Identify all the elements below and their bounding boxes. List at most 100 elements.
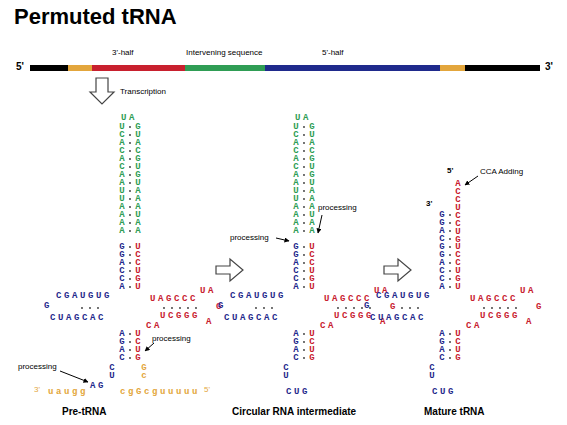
label: 3'-half: [112, 48, 134, 57]
label: 3': [426, 199, 432, 208]
nucleotide-run: UAGCCC: [470, 295, 518, 303]
base-pair-dot: [303, 142, 305, 144]
base-pair-dot: [129, 333, 131, 335]
nucleotide-run: G: [44, 302, 52, 310]
base-pair-dot: [303, 349, 305, 351]
nucleotide-run: uaugg: [48, 388, 88, 396]
base-pair-dot: [129, 222, 131, 224]
base-pair-dot: [491, 307, 493, 309]
base-pair-dot: [129, 126, 131, 128]
base-pair-dot: [187, 307, 189, 309]
base-pair-dot: [345, 307, 347, 309]
nucleotide-run: UA: [295, 114, 311, 122]
nucleotide-run: GUACGUGUAAAUAA: [134, 123, 142, 235]
base-pair-dot: [515, 307, 517, 309]
nucleotide-run: CUG: [286, 388, 310, 396]
label: Mature tRNA: [424, 406, 485, 417]
base-pair-dot: [361, 307, 363, 309]
nucleotide-run: UCUG: [134, 330, 142, 362]
base-pair-dot: [449, 286, 451, 288]
base-pair-dot: [303, 333, 305, 335]
nucleotide-run: GGAC: [438, 211, 446, 243]
label: CCA Adding: [480, 167, 523, 176]
base-pair-dot: [303, 190, 305, 192]
base-pair-dot: [353, 307, 355, 309]
base-pair-dot: [163, 307, 165, 309]
title: Permuted tRNA: [14, 4, 177, 30]
base-pair-dot: [97, 307, 99, 309]
nucleotide-run: CU: [108, 364, 116, 380]
nucleotide-run: UCGGG: [160, 312, 200, 320]
nucleotide-run: CU: [282, 364, 290, 380]
base-pair-dot: [449, 246, 451, 248]
base-pair-dot: [303, 341, 305, 343]
base-pair-dot: [129, 150, 131, 152]
label: 5'-half: [322, 48, 344, 57]
base-pair-dot: [303, 254, 305, 256]
label: processing: [230, 233, 269, 242]
nucleotide-run: CUAGCAC: [224, 314, 280, 322]
base-pair-dot: [303, 286, 305, 288]
nucleotide-run: A: [206, 318, 214, 326]
nucleotide-run: UCACACAAUUAAAA: [292, 123, 300, 235]
base-pair-dot: [129, 246, 131, 248]
base-pair-dot: [303, 230, 305, 232]
nucleotide-run: UCCUGU: [454, 243, 462, 291]
nucleotide-run: G: [218, 302, 226, 310]
base-pair-dot: [409, 307, 411, 309]
base-pair-dot: [303, 262, 305, 264]
nucleotide-run: cgGcguuuuu: [120, 388, 200, 396]
nucleotide-run: CU: [428, 364, 436, 380]
nucleotide-run: AG: [90, 382, 106, 390]
nucleotide-run: UCACACAAUUAAAA: [118, 123, 126, 235]
base-pair-dot: [483, 307, 485, 309]
base-pair-dot: [263, 307, 265, 309]
label: 3': [545, 61, 553, 72]
base-pair-dot: [129, 206, 131, 208]
nucleotide-run: CUAGCAC: [50, 314, 106, 322]
base-pair-dot: [303, 166, 305, 168]
step-arrow: [216, 259, 243, 281]
base-pair-dot: [129, 278, 131, 280]
base-pair-dot: [129, 174, 131, 176]
base-pair-dot: [449, 357, 451, 359]
base-pair-dot: [499, 307, 501, 309]
label: Circular RNA intermediate: [232, 406, 356, 417]
nucleotide-run: G: [390, 303, 398, 311]
base-pair-dot: [303, 198, 305, 200]
base-pair-dot: [303, 222, 305, 224]
base-pair-dot: [337, 307, 339, 309]
base-pair-dot: [129, 349, 131, 351]
base-pair-dot: [129, 230, 131, 232]
base-pair-dot: [89, 307, 91, 309]
base-pair-dot: [129, 198, 131, 200]
nucleotide-run: CUG: [432, 388, 456, 396]
base-pair-dot: [449, 333, 451, 335]
base-pair-dot: [255, 307, 257, 309]
nucleotide-run: GGACCA: [438, 243, 446, 291]
base-pair-dot: [303, 174, 305, 176]
base-pair-dot: [303, 214, 305, 216]
base-pair-dot: [129, 262, 131, 264]
base-pair-dot: [449, 238, 451, 240]
base-pair-dot: [449, 254, 451, 256]
base-pair-dot: [449, 222, 451, 224]
base-pair-dot: [303, 278, 305, 280]
nucleotide-run: UAGCCC: [150, 295, 198, 303]
base-pair-dot: [303, 270, 305, 272]
base-pair-dot: [81, 307, 83, 309]
base-pair-dot: [303, 182, 305, 184]
nucleotide-run: CGAUGUG: [56, 292, 112, 300]
base-pair-dot: [303, 246, 305, 248]
base-pair-dot: [129, 254, 131, 256]
nucleotide-run: Gc: [140, 364, 148, 380]
base-pair-dot: [449, 230, 451, 232]
nucleotide-run: UCCUGU: [134, 243, 142, 291]
base-pair-dot: [129, 158, 131, 160]
base-pair-dots: [81, 126, 517, 359]
base-pair-dot: [129, 341, 131, 343]
nucleotide-run: CGAUGUG: [376, 292, 432, 300]
nucleotide-run: AGAC: [118, 330, 126, 362]
